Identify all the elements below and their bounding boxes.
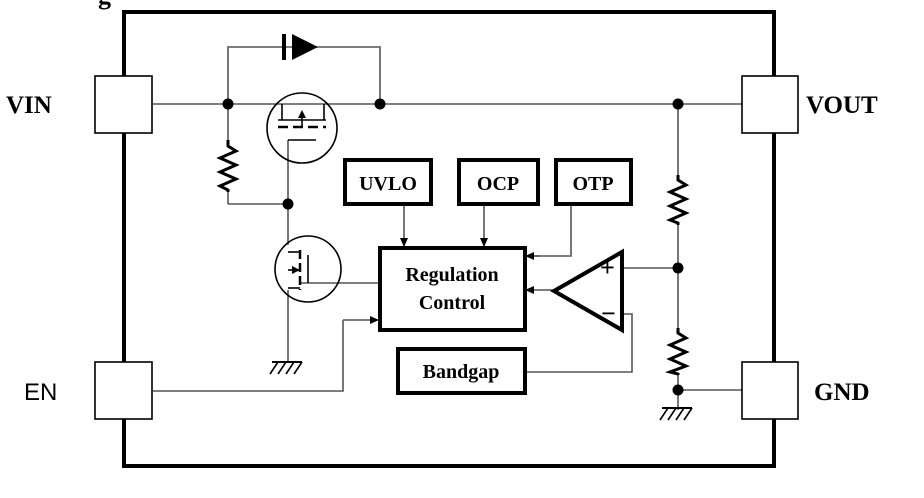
resistor-icon [216,140,240,192]
vin-pin [94,75,153,134]
bandgap-label: Bandgap [423,361,500,383]
ground-icon [269,361,303,375]
vout-pin [741,75,799,134]
diode-icon [282,34,318,60]
bandgap-block [396,347,527,395]
uvlo-block [343,158,433,206]
vin-label: VIN [6,92,52,119]
ground-icon [659,407,693,421]
gnd-pin [741,361,799,420]
cut-title-fragment: g [98,0,111,10]
resistor-icon [664,328,690,376]
op-amp-icon [549,248,624,334]
uvlo-label: UVLO [359,173,417,195]
gnd-label: GND [814,379,870,406]
en-pin [94,361,153,420]
amp-plus-sign: + [600,253,615,282]
ocp-block [457,158,540,206]
ocp-label: OCP [477,173,519,195]
regulation-control-block [378,246,527,332]
regulation-label-line2: Control [419,292,486,314]
regulation-label-line1: Regulation [405,264,498,286]
otp-block [554,158,633,206]
en-label: EN [24,379,57,406]
otp-label: OTP [572,173,613,195]
pmos-transistor-icon [266,92,338,164]
nmos-transistor-icon [274,235,342,303]
resistor-icon [666,175,690,225]
amp-minus-sign: − [601,299,616,328]
chip-outline [122,10,776,468]
vout-label: VOUT [806,92,878,119]
